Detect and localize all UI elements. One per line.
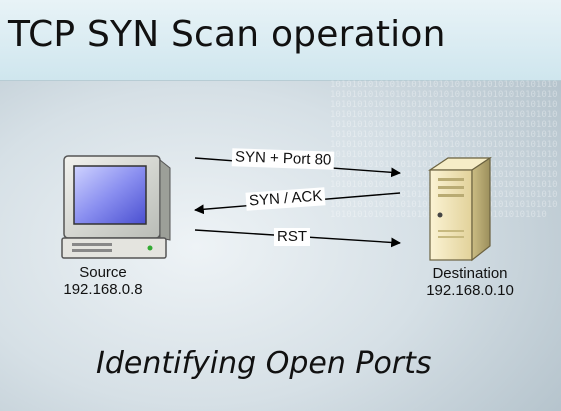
destination-ip: 192.168.0.10 bbox=[426, 282, 514, 299]
source-label: Source 192.168.0.8 bbox=[48, 264, 158, 298]
diagram-graphics bbox=[61, 155, 492, 262]
destination-label: Destination 192.168.0.10 bbox=[405, 265, 535, 299]
source-ip: 192.168.0.8 bbox=[63, 281, 143, 298]
desktop-computer-icon bbox=[61, 155, 171, 259]
title-bar: TCP SYN Scan operation bbox=[0, 0, 561, 81]
server-tower-icon bbox=[428, 156, 492, 262]
slide-title: TCP SYN Scan operation bbox=[8, 14, 446, 55]
slide-subtitle: Identifying Open Ports bbox=[96, 346, 432, 381]
scan-diagram: SYN + Port 80 SYN / ACK RST Source 192.1… bbox=[0, 80, 561, 411]
source-name: Source bbox=[79, 264, 127, 281]
destination-name: Destination bbox=[432, 265, 508, 282]
rst-message-label: RST bbox=[274, 228, 310, 246]
syn-message-label: SYN + Port 80 bbox=[231, 148, 335, 170]
